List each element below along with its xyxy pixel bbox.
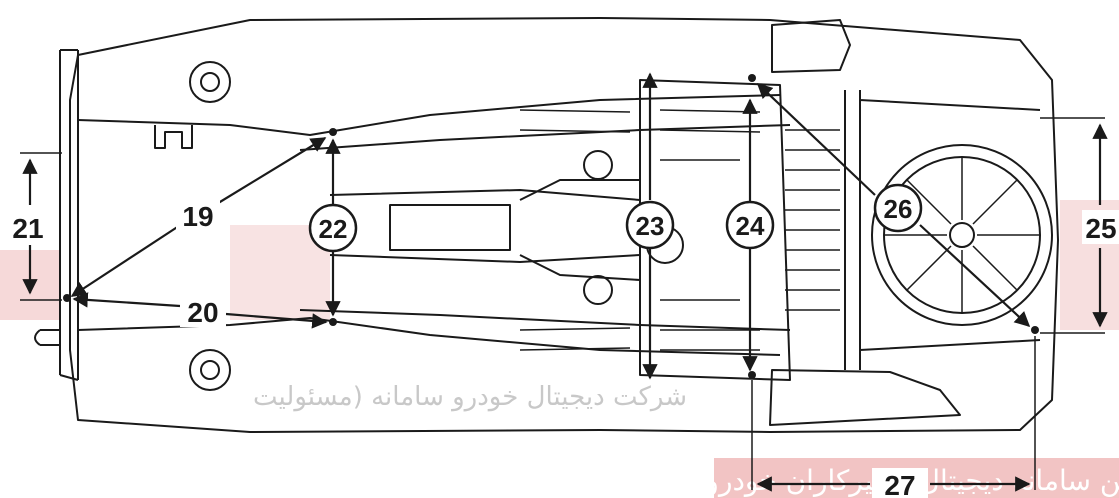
inner-left-rail: [299, 124, 791, 151]
tunnel-plate: [389, 204, 511, 251]
label-24: 24: [736, 211, 765, 241]
label-26-circle: [873, 183, 923, 233]
label-25: 25: [1085, 213, 1116, 244]
exhaust-pipe-lower: [519, 254, 641, 281]
front-left-rail: [77, 94, 781, 136]
label-19-bg: [176, 198, 220, 230]
front-right-strut-hole: [200, 360, 220, 380]
inner-right-rail: [299, 309, 791, 331]
label-25-bg: [1082, 210, 1119, 244]
label-22: 22: [319, 214, 348, 244]
front-bracket: [154, 125, 193, 149]
watermark-line-1: شرکت دیجیتال خودرو سامانه (مسئولیت: [253, 382, 687, 412]
ref-point-rear-top: [748, 74, 756, 82]
leader-20-to-front: [72, 292, 181, 308]
leader-20-to-rail: [225, 312, 328, 329]
spare-wheel-hub: [949, 222, 975, 248]
tow-hook: [34, 329, 60, 346]
floor-ribs: [519, 109, 761, 351]
rear-crossmember: [844, 90, 1041, 370]
ref-point-19: [329, 128, 337, 136]
leader-19-to-rail: [214, 137, 327, 206]
tank-round-lower: [583, 275, 613, 305]
ref-point-front-left: [63, 294, 71, 302]
label-23: 23: [636, 211, 665, 241]
label-19: 19: [182, 201, 213, 232]
ref-point-rear-right: [1031, 326, 1039, 334]
label-23-circle: [625, 200, 675, 250]
leader-19-to-front: [70, 221, 186, 297]
rear-heat-shield: [785, 129, 840, 311]
leader-26-to-bottom: [919, 224, 1031, 328]
label-20-bg: [180, 295, 226, 327]
label-24-circle: [725, 200, 775, 250]
label-21: 21: [12, 213, 43, 244]
front-radiator-support: [59, 49, 79, 381]
ref-point-20: [329, 318, 337, 326]
center-tunnel: [329, 189, 641, 263]
label-27: 27: [884, 470, 915, 498]
label-26: 26: [884, 194, 913, 224]
label-21-bg: [8, 210, 48, 244]
label-27-bg: [872, 468, 928, 498]
front-left-strut-hole: [200, 72, 220, 92]
leader-26-to-top: [756, 82, 876, 196]
label-22-circle: [308, 203, 358, 253]
front-left-strut-mount: [189, 61, 231, 103]
tank-round-upper: [583, 150, 613, 180]
ref-point-rear-bottom: [748, 371, 756, 379]
rear-tank-bottom: [769, 369, 961, 426]
body-outline: [69, 17, 1059, 433]
label-20: 20: [187, 297, 218, 328]
spare-wheel: [871, 144, 1053, 326]
spare-wheel-spokes: [884, 157, 1040, 313]
dimension-lines: [20, 74, 1105, 490]
labels: 21 19 20 25 27 22 23 24 26: [8, 183, 1119, 498]
rear-tank-top: [771, 19, 851, 73]
front-right-strut-mount: [189, 349, 231, 391]
exhaust-pipe-upper: [519, 179, 640, 201]
